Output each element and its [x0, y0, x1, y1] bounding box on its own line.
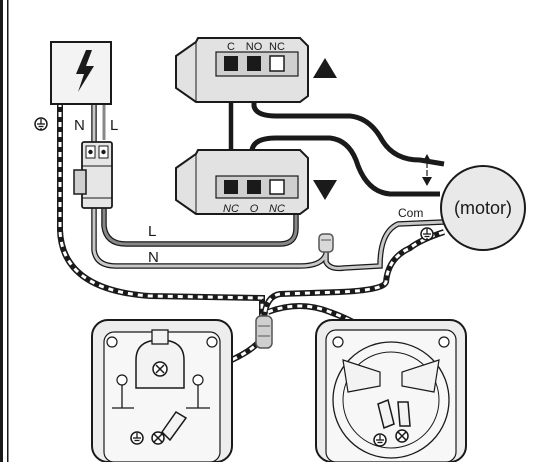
com-wire-label: Com: [398, 206, 423, 220]
earth-wire-supply-dash: [58, 102, 264, 318]
relay-down-label-mid: O: [250, 203, 259, 215]
neutral-connector: [318, 233, 334, 253]
relay-up-terminal-nc: [269, 55, 285, 72]
lightning-bolt-icon: [76, 50, 94, 92]
up-motor-wire: [251, 70, 445, 167]
line-wire-label: L: [148, 223, 156, 240]
left-box-earth-icon: [130, 431, 144, 445]
right-switch-box: [315, 319, 467, 462]
relay-down-terminal-o: [247, 180, 261, 194]
motor-down-arrow-icon: [422, 177, 432, 186]
circuit-breaker: [73, 141, 113, 209]
earth-junction-connector: [255, 315, 273, 349]
power-supply-box: [50, 41, 112, 105]
neutral-wire-label: N: [148, 249, 159, 266]
neutral-wire-fill: [92, 104, 445, 270]
relay-down-label-left: NC: [223, 203, 239, 215]
relay-up-label-no: NO: [246, 41, 263, 53]
up-arrow-icon: [313, 58, 337, 78]
relay-down-module: [175, 149, 309, 215]
relay-up-label-c: C: [227, 41, 235, 53]
down-arrow-icon: [313, 180, 337, 200]
relay-up-label-nc: NC: [269, 41, 285, 53]
relay-down-terminal-nc: [269, 179, 285, 195]
relay-down-label-right: NC: [269, 203, 285, 215]
earth-wire-motor-dash: [262, 230, 445, 319]
down-motor-wire: [249, 135, 440, 197]
wall-edge-inner: [7, 0, 9, 462]
motor-label: (motor): [454, 198, 512, 218]
motor-earth-icon: [420, 227, 434, 241]
wall-edge: [0, 0, 3, 462]
line-wire-fill: [102, 186, 298, 246]
motor-up-arrow-icon: [422, 154, 432, 163]
supply-neutral-label: N: [74, 117, 85, 134]
right-box-earth-icon: [373, 433, 387, 447]
supply-line-label: L: [110, 117, 118, 134]
left-switch-box: [91, 319, 233, 462]
supply-earth-icon: [34, 117, 48, 131]
relay-down-terminal-c: [224, 180, 238, 194]
relay-up-terminal-no: [247, 56, 261, 71]
relay-up-terminal-c: [224, 56, 238, 71]
motor-direction-symbols: [422, 154, 432, 186]
relay-up-module: [175, 37, 309, 103]
motor: [440, 165, 526, 251]
